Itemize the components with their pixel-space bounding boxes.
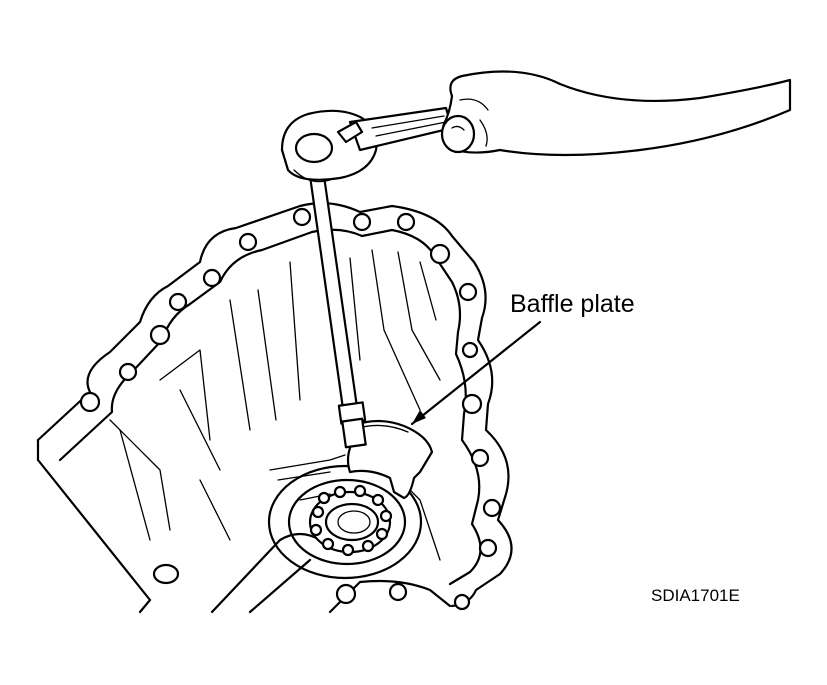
- transmission-case: [36, 201, 513, 614]
- bolt-hole: [461, 341, 479, 359]
- bolt-hole: [458, 282, 478, 302]
- bolt-hole: [396, 212, 416, 232]
- bolt-hole: [79, 391, 101, 413]
- bolt-hole: [152, 563, 180, 585]
- bolt-hole: [118, 362, 138, 382]
- bolt-hole: [429, 243, 451, 265]
- figure-code: SDIA1701E: [651, 586, 740, 605]
- bolt-hole: [238, 232, 258, 252]
- bolt-hole: [461, 393, 483, 415]
- bolt-hole: [453, 593, 471, 611]
- leader-line: [410, 320, 542, 426]
- bolt-hole: [335, 583, 357, 605]
- ratchet-wrench: [280, 106, 454, 183]
- bolt-hole: [478, 538, 498, 558]
- callout-baffle-plate: Baffle plate: [410, 290, 635, 426]
- bolt-hole: [149, 324, 171, 346]
- baffle-plate: [346, 419, 434, 500]
- bolt-hole: [470, 448, 490, 468]
- bearing-assembly: [267, 464, 423, 580]
- bolt-hole: [388, 582, 408, 602]
- bolt-hole: [202, 268, 222, 288]
- bolt-hole: [292, 207, 312, 227]
- bolt-hole: [352, 212, 372, 232]
- leader-arrowhead: [412, 410, 426, 424]
- flange-bolt-holes: [79, 207, 502, 611]
- bolt-hole: [168, 292, 188, 312]
- hand: [440, 70, 792, 157]
- bolt-hole: [482, 498, 502, 518]
- baffle-plate-label: Baffle plate: [510, 290, 635, 318]
